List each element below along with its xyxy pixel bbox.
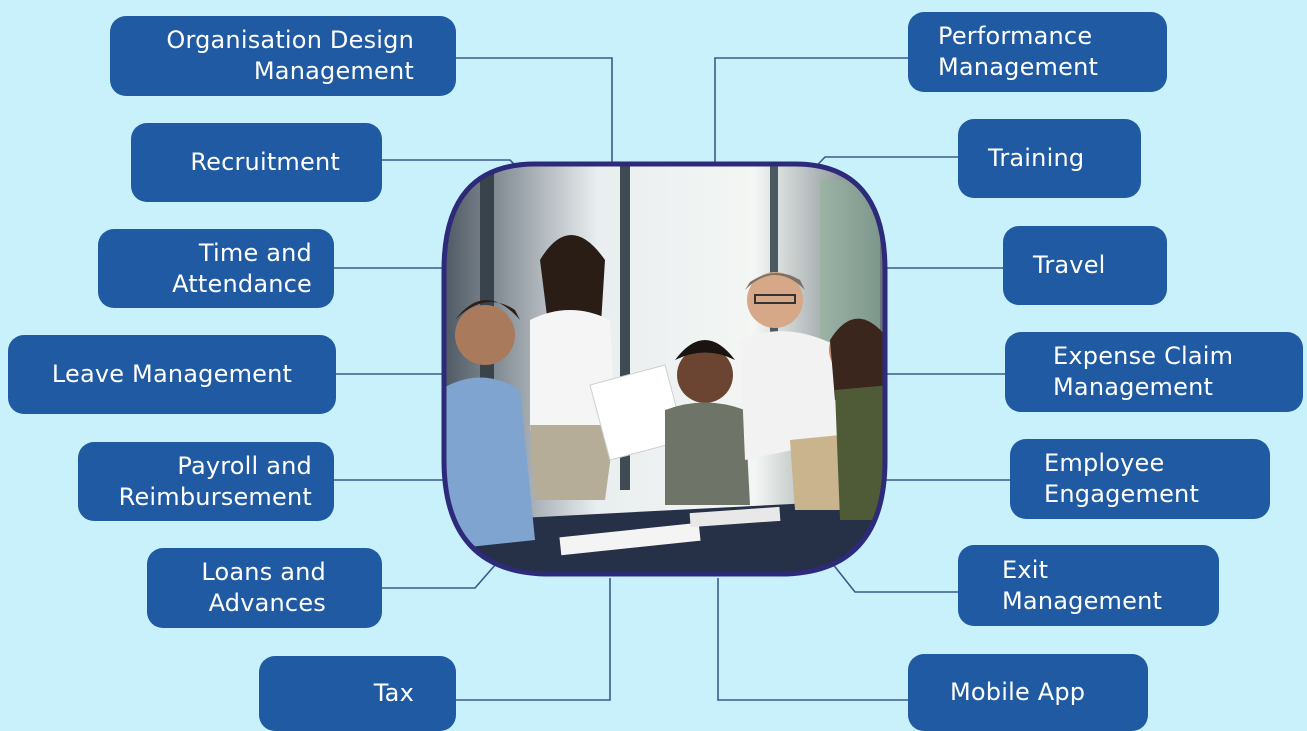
module-label-line2: Management [938, 53, 1099, 81]
module-label-line1: Travel [1033, 251, 1106, 279]
team-meeting-photo [440, 160, 890, 580]
module-label-line1: Loans and [201, 558, 326, 586]
module-expense-claim-management[interactable]: Expense Claim Management [1005, 332, 1303, 412]
module-label-line1: Organisation Design [166, 26, 414, 54]
module-label-line1: Performance [938, 22, 1093, 50]
module-label-line1: Recruitment [190, 148, 340, 176]
module-label-line2: Attendance [172, 269, 312, 298]
module-label-line2: Management [253, 57, 414, 85]
module-label-line1: Exit [1002, 555, 1049, 584]
module-recruitment[interactable]: Recruitment [131, 123, 382, 202]
module-label-line1: Time and [198, 238, 312, 267]
module-leave-management[interactable]: Leave Management [8, 335, 336, 414]
module-performance-management[interactable]: Performance Management [908, 12, 1167, 92]
module-tax[interactable]: Tax [259, 656, 456, 731]
module-label-line1: Expense Claim [1053, 342, 1234, 370]
module-label-line2: Engagement [1044, 480, 1200, 508]
module-label-line2: Advances [208, 589, 326, 617]
module-label-line1: Payroll and [177, 451, 312, 480]
module-mobile-app[interactable]: Mobile App [908, 654, 1148, 731]
module-label-line1: Training [988, 144, 1085, 172]
module-travel[interactable]: Travel [1003, 226, 1167, 305]
team-meeting-photo-icon [441, 161, 888, 577]
module-label-line2: Management [1053, 373, 1214, 401]
module-payroll-and-reimbursement[interactable]: Payroll and Reimbursement [78, 442, 334, 521]
module-label-line1: Mobile App [950, 678, 1086, 706]
module-time-and-attendance[interactable]: Time and Attendance [98, 229, 334, 308]
module-label-line2: Management [1002, 586, 1163, 615]
module-employee-engagement[interactable]: Employee Engagement [1010, 439, 1270, 519]
module-label-line1: Tax [373, 679, 414, 707]
module-loans-and-advances[interactable]: Loans and Advances [147, 548, 382, 628]
module-organisation-design-management[interactable]: Organisation Design Management [110, 16, 456, 96]
module-label-line1: Employee [1044, 449, 1165, 477]
module-training[interactable]: Training [958, 119, 1141, 198]
module-label-line2: Reimbursement [118, 482, 312, 511]
module-label-line1: Leave Management [51, 360, 293, 388]
module-exit-management[interactable]: Exit Management [958, 545, 1219, 626]
